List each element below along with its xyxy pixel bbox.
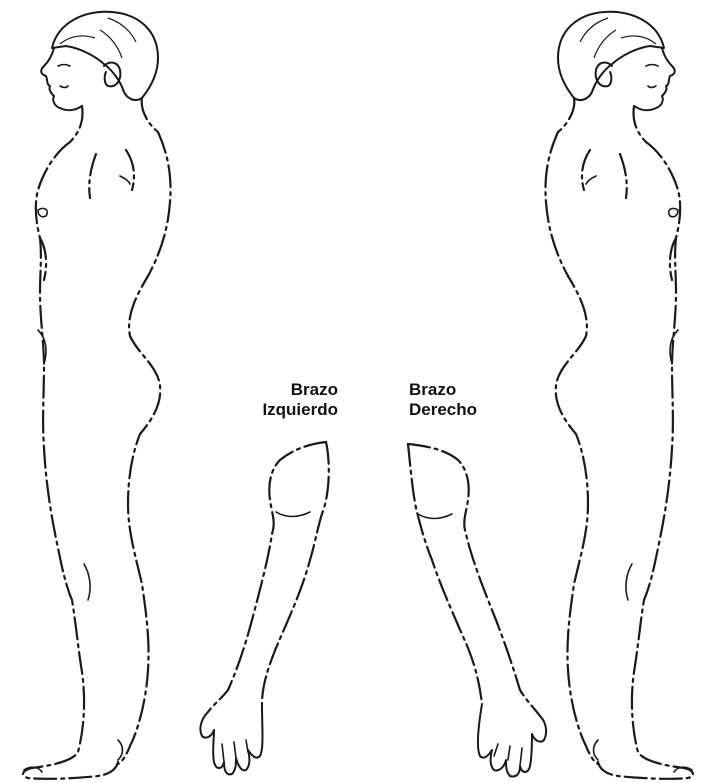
right-hand [478,704,546,777]
left-figure-front-outline [23,142,118,779]
right-arm-label-line2: Derecho [409,400,477,420]
left-arm-label-line1: Brazo [234,380,338,400]
left-figure-face [41,48,82,110]
left-arm-figure [200,442,328,774]
right-side-body-figure [546,12,693,779]
right-arm-outline-inner [408,444,482,704]
right-arm-outline-outer [408,444,540,716]
left-hand [200,704,262,774]
left-figure-back-outline [118,132,171,764]
left-arm-label: Brazo Izquierdo [234,380,338,420]
right-arm-label-line1: Brazo [409,380,477,400]
left-arm-label-line2: Izquierdo [234,400,338,420]
left-arm-outline-inner [262,442,329,704]
right-arm-label: Brazo Derecho [409,380,477,420]
left-side-body-figure [23,12,170,779]
right-arm-figure [408,444,546,777]
